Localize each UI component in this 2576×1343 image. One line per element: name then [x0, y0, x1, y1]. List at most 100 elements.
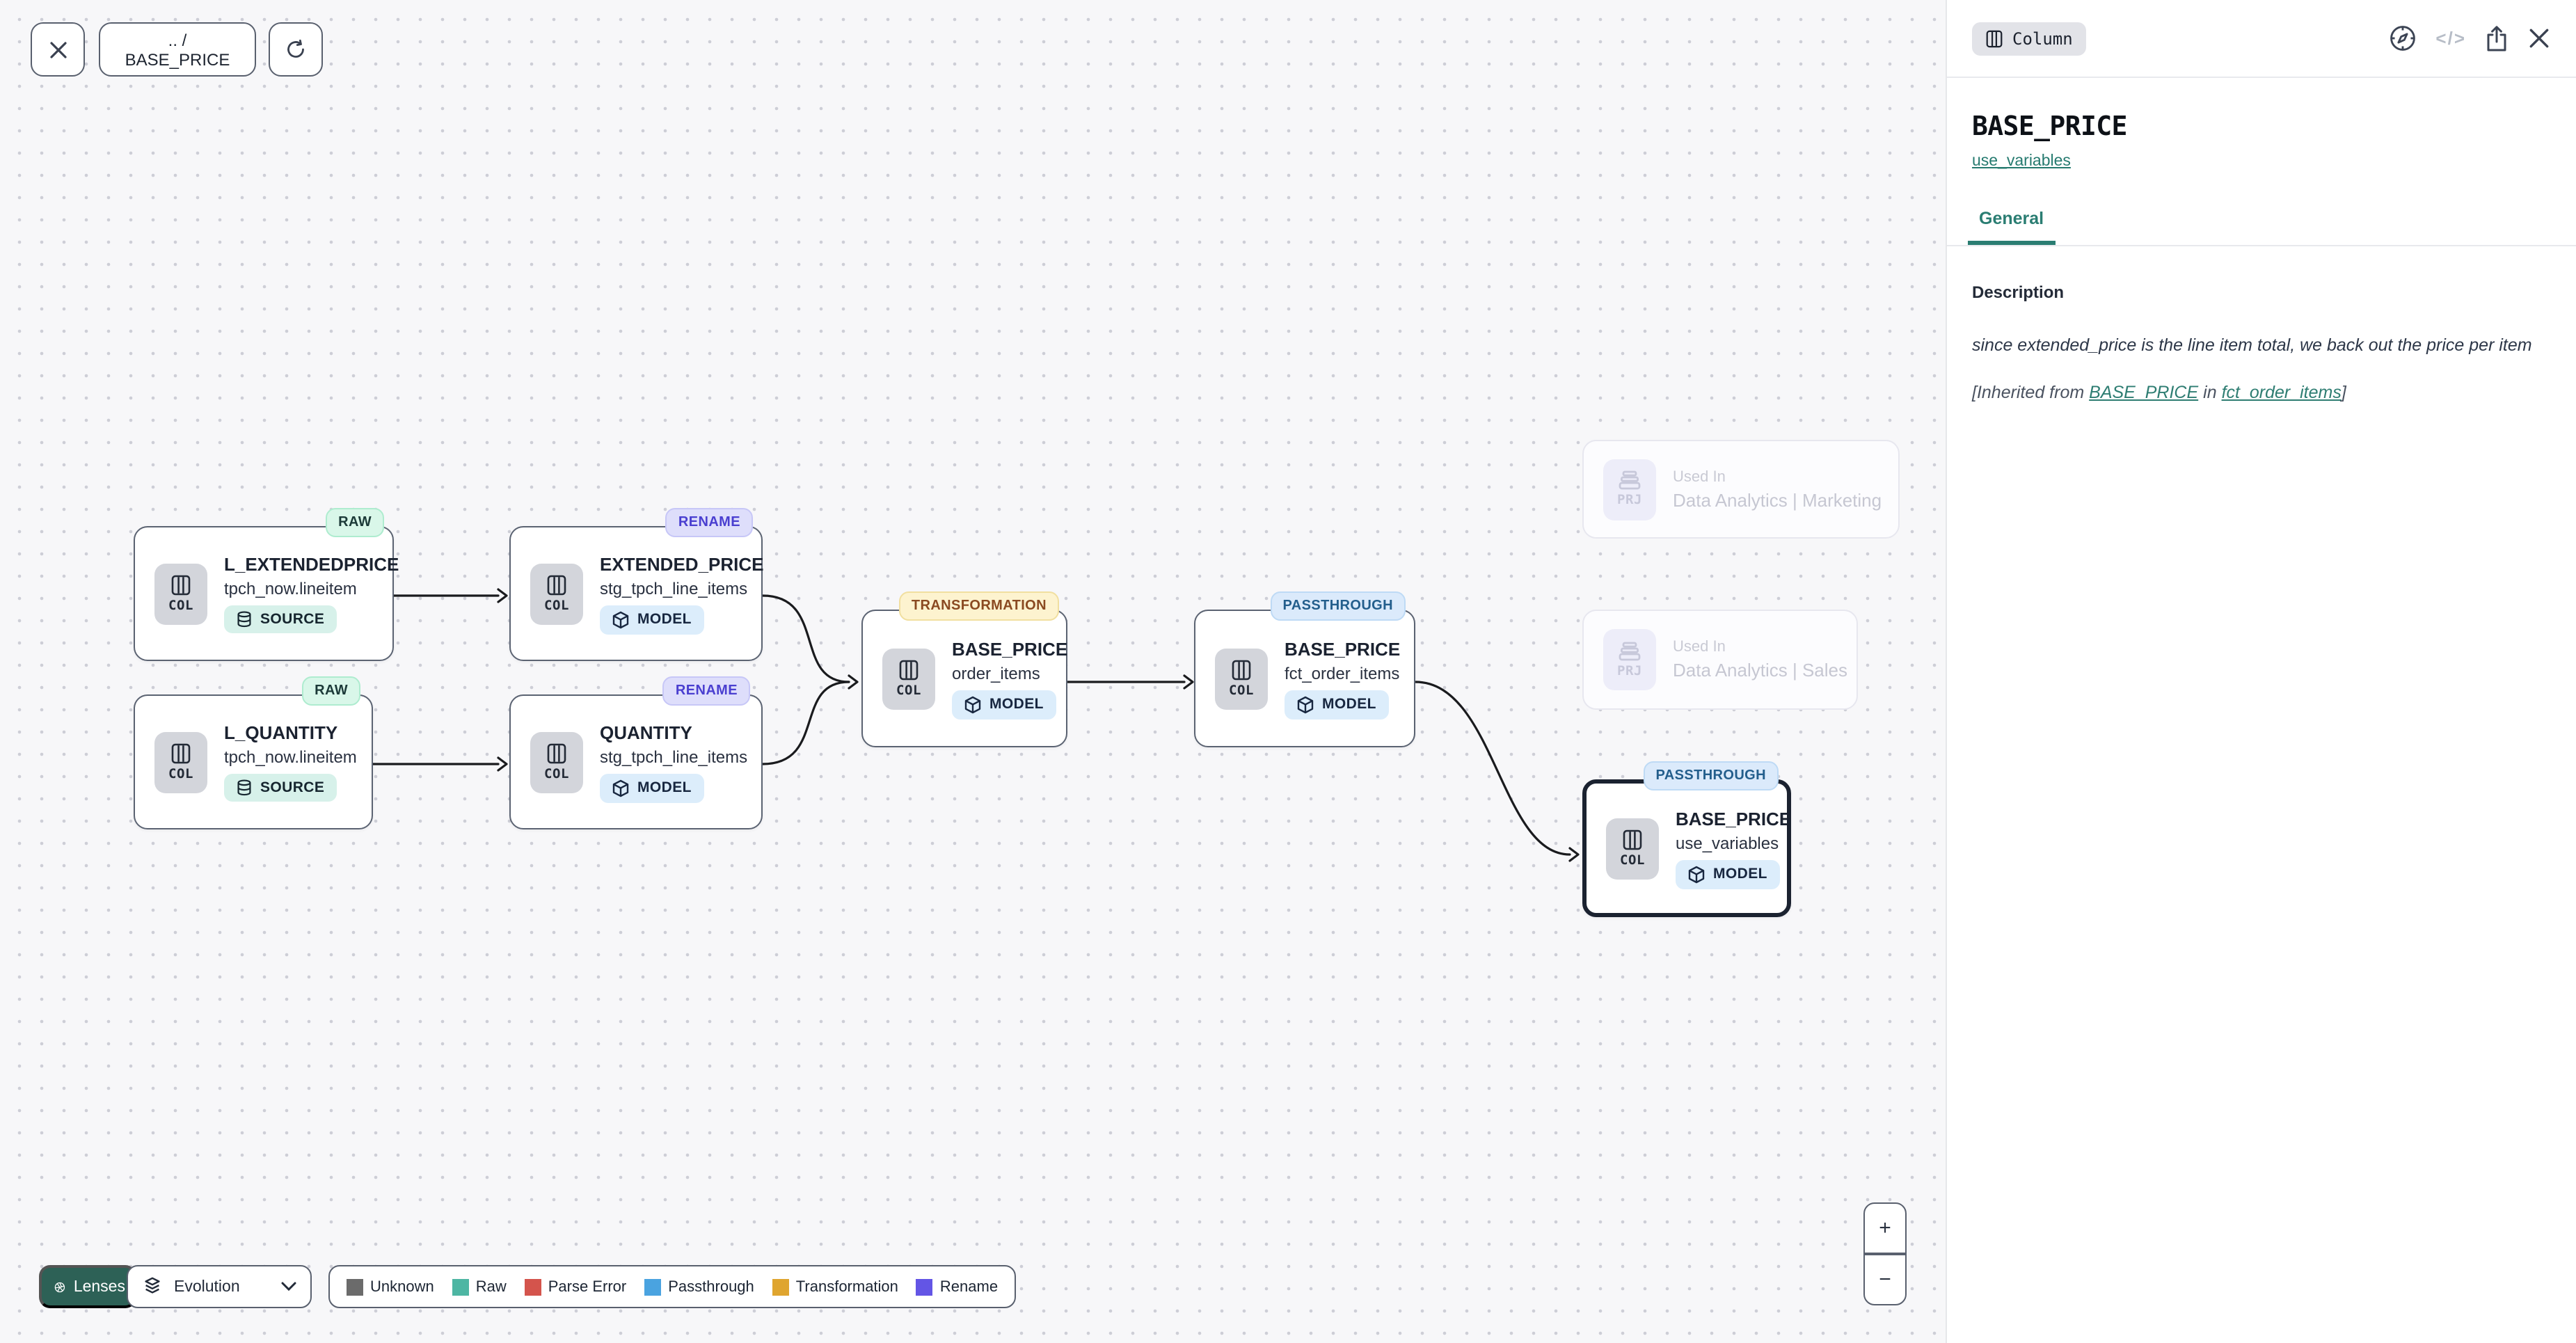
column-icon	[1986, 29, 2003, 47]
project-chip: PRJ	[1603, 629, 1656, 690]
legend-swatch	[452, 1278, 469, 1295]
node-subtitle: stg_tpch_line_items	[600, 578, 748, 598]
details-panel-header: Column </>	[1947, 0, 2576, 78]
database-icon	[237, 611, 251, 628]
node-title: QUANTITY	[600, 722, 692, 742]
column-icon	[899, 659, 919, 680]
lineage-node-extended-price[interactable]: RENAME COL EXTENDED_PRICE stg_tpch_line_…	[509, 508, 764, 661]
model-cube-icon	[964, 695, 981, 713]
change-type-badge: RAW	[302, 676, 360, 706]
column-chip: COL	[530, 731, 583, 793]
legend-swatch	[916, 1278, 933, 1295]
project-icon	[1619, 641, 1641, 660]
selected-lens-label: Evolution	[174, 1278, 240, 1295]
legend-item-unknown: Unknown	[347, 1278, 434, 1295]
column-icon	[1232, 659, 1251, 680]
compass-icon	[2390, 26, 2416, 51]
node-subtitle: order_items	[952, 663, 1040, 683]
column-chip-label: COL	[543, 598, 570, 613]
used-in-project-name: Data Analytics | Sales	[1673, 660, 1847, 681]
view-code-button[interactable]: </>	[2435, 28, 2466, 49]
node-title: L_QUANTITY	[224, 722, 338, 743]
column-chip-label: COL	[543, 766, 570, 781]
column-icon	[171, 574, 191, 595]
parent-model-link[interactable]: use_variables	[1972, 153, 2071, 170]
node-subtitle: tpch_now.lineitem	[224, 579, 357, 598]
zoom-control-divider	[1865, 1253, 1905, 1255]
node-title: BASE_PRICE	[1676, 808, 1792, 829]
used-in-label: Used In	[1673, 468, 1726, 485]
legend-swatch	[772, 1278, 789, 1295]
lens-legend: Unknown Raw Parse Error Passthrough Tran…	[328, 1265, 1017, 1308]
node-subtitle: tpch_now.lineitem	[224, 747, 357, 767]
inherited-model-link[interactable]: fct_order_items	[2221, 383, 2342, 403]
refresh-button[interactable]	[269, 22, 323, 77]
refresh-icon	[287, 39, 304, 58]
used-in-label: Used In	[1673, 639, 1726, 655]
layers-icon	[145, 1277, 160, 1294]
column-chip: COL	[154, 563, 207, 624]
change-type-badge: TRANSFORMATION	[898, 591, 1059, 621]
asset-type-badge: MODEL	[600, 605, 704, 634]
project-icon	[1619, 470, 1641, 490]
zoom-in-button[interactable]: +	[1865, 1204, 1905, 1253]
asset-type-badge: MODEL	[600, 773, 704, 802]
column-chip: COL	[1606, 818, 1659, 879]
column-chip-label: COL	[168, 598, 194, 613]
lineage-node-base-price-fct-order-items[interactable]: PASSTHROUGH COL BASE_PRICE fct_order_ite…	[1194, 591, 1415, 747]
asset-type-badge: SOURCE	[224, 774, 337, 802]
change-type-badge: PASSTHROUGH	[1643, 761, 1779, 790]
entity-type-label: Column	[2012, 29, 2073, 48]
panel-tabs: General	[1947, 209, 2576, 246]
legend-item-transformation: Transformation	[772, 1278, 898, 1295]
lineage-node-quantity[interactable]: RENAME COL QUANTITY stg_tpch_line_items …	[509, 676, 763, 829]
explore-lineage-button[interactable]	[2388, 24, 2417, 53]
change-type-badge: RENAME	[665, 508, 753, 537]
node-title: BASE_PRICE	[952, 638, 1068, 659]
entity-type-badge: Column	[1972, 22, 2087, 55]
breadcrumb[interactable]: .. / BASE_PRICE	[99, 22, 256, 77]
inherited-from-note: [Inherited from BASE_PRICE in fct_order_…	[1972, 383, 2346, 403]
column-chip-label: COL	[168, 766, 194, 781]
legend-item-parse-error: Parse Error	[524, 1278, 626, 1295]
asset-type-badge: MODEL	[952, 690, 1056, 719]
zoom-out-button[interactable]: −	[1865, 1255, 1905, 1305]
column-icon	[547, 742, 566, 763]
legend-item-passthrough: Passthrough	[644, 1278, 754, 1295]
node-subtitle: fct_order_items	[1285, 663, 1400, 683]
close-icon	[49, 41, 66, 58]
close-panel-button[interactable]	[2527, 26, 2551, 50]
column-chip: COL	[154, 731, 207, 793]
project-chip-label: PRJ	[1616, 663, 1643, 678]
description-text: since extended_price is the line item to…	[1972, 335, 2532, 355]
database-icon	[237, 779, 251, 796]
share-button[interactable]	[2484, 24, 2509, 52]
model-cube-icon	[612, 610, 629, 628]
lineage-node-base-price-use-variables[interactable]: PASSTHROUGH COL BASE_PRICE use_variables…	[1582, 761, 1792, 917]
zoom-out-label: −	[1879, 1267, 1891, 1292]
legend-swatch	[347, 1278, 363, 1295]
close-lineage-button[interactable]	[31, 22, 85, 77]
lens-selector-dropdown[interactable]: Evolution	[127, 1265, 312, 1308]
legend-item-raw: Raw	[452, 1278, 507, 1295]
canvas-zoom-control: + −	[1863, 1202, 1907, 1305]
lenses-button[interactable]: Lenses	[39, 1265, 136, 1308]
lenses-aperture-icon	[54, 1281, 65, 1292]
lineage-node-base-price-order-items[interactable]: TRANSFORMATION COL BASE_PRICE order_item…	[861, 591, 1068, 747]
change-type-badge: PASSTHROUGH	[1270, 591, 1406, 621]
node-title: BASE_PRICE	[1285, 638, 1401, 659]
model-cube-icon	[1297, 695, 1314, 713]
used-in-node-sales[interactable]: PRJ Used In Data Analytics | Sales	[1582, 610, 1858, 710]
panel-title: BASE_PRICE	[1972, 111, 2127, 142]
node-subtitle: use_variables	[1676, 833, 1779, 852]
lineage-node-l-quantity[interactable]: RAW COL L_QUANTITY tpch_now.lineitem SOU…	[134, 676, 373, 829]
column-chip: COL	[1215, 648, 1268, 709]
change-type-badge: RENAME	[662, 676, 750, 706]
project-chip-label: PRJ	[1616, 493, 1643, 508]
inherited-column-link[interactable]: BASE_PRICE	[2089, 383, 2199, 403]
used-in-node-marketing[interactable]: PRJ Used In Data Analytics | Marketing	[1582, 440, 1900, 539]
lineage-node-l-extendedprice[interactable]: RAW COL L_EXTENDEDPRICE tpch_now.lineite…	[134, 508, 399, 661]
tab-general[interactable]: General	[1968, 209, 2056, 245]
column-chip-label: COL	[1619, 852, 1646, 868]
